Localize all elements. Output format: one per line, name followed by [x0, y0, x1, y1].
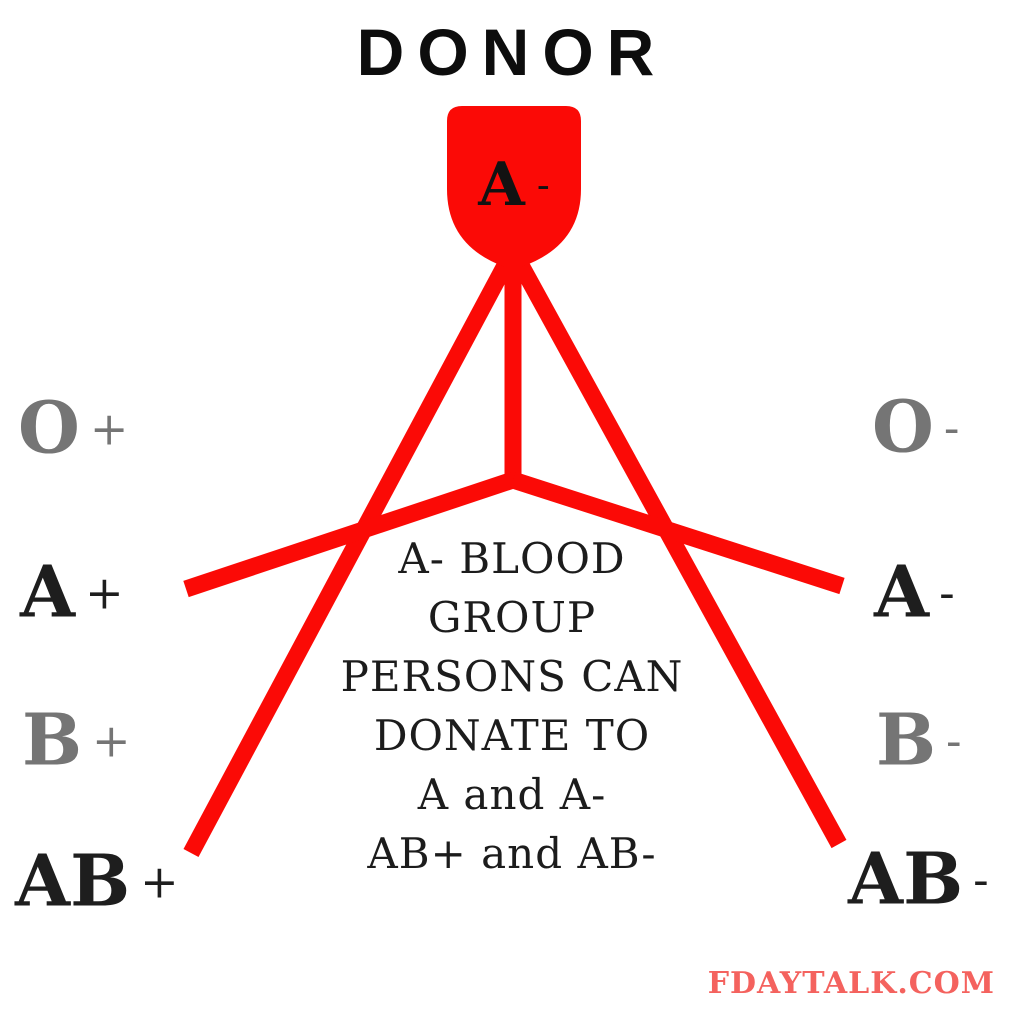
recipient-ab-negative: AB - [848, 836, 989, 921]
description-line: AB+ and AB- [367, 829, 657, 878]
description-text: A- BLOOD GROUP PERSONS CAN DONATE TO A a… [252, 529, 772, 883]
watermark: FDAYTALK.COM [707, 966, 995, 1001]
blood-bag-icon [447, 106, 581, 272]
recipient-a-negative: A - [874, 549, 955, 634]
donor-type-sign: - [536, 163, 550, 207]
recipient-letter: O [872, 384, 934, 469]
recipient-o-positive: O + [18, 385, 129, 470]
recipient-b-positive: B + [22, 697, 131, 782]
recipient-letter: B [876, 697, 937, 782]
donor-type-letter: A [478, 150, 525, 220]
recipient-sign: + [140, 854, 179, 908]
recipient-sign: + [89, 401, 129, 455]
description-line: GROUP [427, 593, 597, 642]
recipient-b-negative: B - [876, 697, 962, 782]
page-title: DONOR [356, 15, 668, 89]
recipient-sign: - [943, 400, 960, 454]
recipient-o-negative: O - [872, 384, 960, 469]
recipient-a-positive: A + [20, 549, 124, 634]
recipient-sign: + [92, 713, 131, 767]
recipient-sign: - [946, 713, 962, 767]
donation-line-ab-plus [183, 253, 517, 858]
recipient-letter: A [874, 549, 930, 634]
recipient-ab-positive: AB + [15, 838, 179, 923]
description-line: A- BLOOD [398, 534, 626, 583]
recipient-letter: O [18, 385, 80, 470]
recipient-letter: AB [15, 838, 131, 923]
donation-line-a-minus [510, 471, 845, 595]
recipient-sign: + [85, 565, 124, 619]
description-line: DONATE TO [373, 711, 651, 760]
recipient-letter: B [22, 697, 83, 782]
recipient-letter: A [20, 549, 76, 634]
donation-line-a-plus [183, 471, 516, 598]
recipient-sign: - [973, 852, 989, 906]
recipient-sign: - [939, 565, 955, 619]
donor-blood-type: A - [447, 150, 581, 220]
description-line: PERSONS CAN [340, 652, 684, 701]
recipient-letter: AB [848, 836, 964, 921]
description-line: A and A- [417, 770, 607, 819]
donation-line-ab-minus [509, 253, 847, 849]
